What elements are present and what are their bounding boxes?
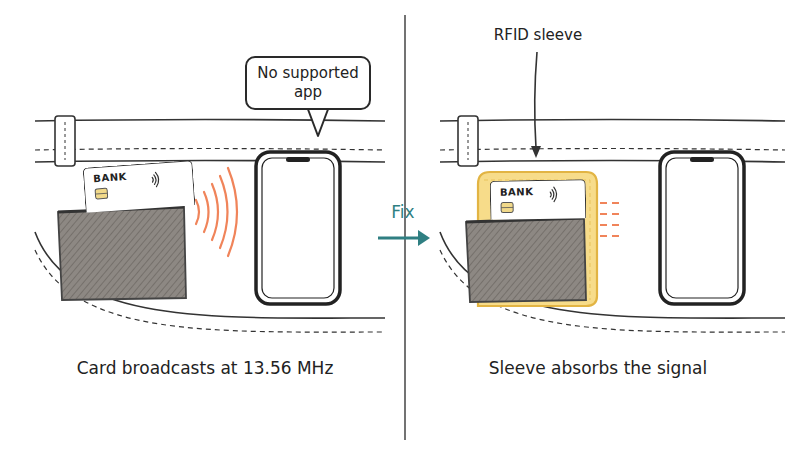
phone bbox=[660, 152, 744, 304]
wallet bbox=[58, 207, 186, 300]
jeans-right bbox=[440, 120, 785, 333]
leader-arrow bbox=[531, 52, 541, 158]
bank-card: BANK bbox=[83, 160, 196, 213]
card-brand: BANK bbox=[500, 186, 534, 199]
wallet bbox=[466, 218, 586, 302]
panel-divider bbox=[404, 15, 406, 440]
signal-waves bbox=[196, 168, 237, 256]
caption-label: Sleeve absorbs the signal bbox=[489, 358, 707, 378]
belt-loop bbox=[458, 116, 478, 166]
speech-text: No supported app bbox=[255, 64, 361, 102]
card-brand: BANK bbox=[93, 171, 127, 185]
caption-label: RFID sleeve bbox=[494, 26, 582, 44]
fix-arrow bbox=[378, 230, 430, 246]
speech-bubble: No supported app bbox=[245, 56, 371, 110]
phone bbox=[256, 152, 340, 304]
jeans-left bbox=[35, 120, 385, 333]
card-icons bbox=[84, 161, 197, 214]
bank-card: BANK bbox=[490, 179, 587, 220]
caption-label: Fix bbox=[391, 202, 414, 222]
caption-label: Card broadcasts at 13.56 MHz bbox=[77, 358, 334, 378]
blocked-signal bbox=[600, 203, 624, 236]
belt-loop bbox=[55, 116, 75, 166]
